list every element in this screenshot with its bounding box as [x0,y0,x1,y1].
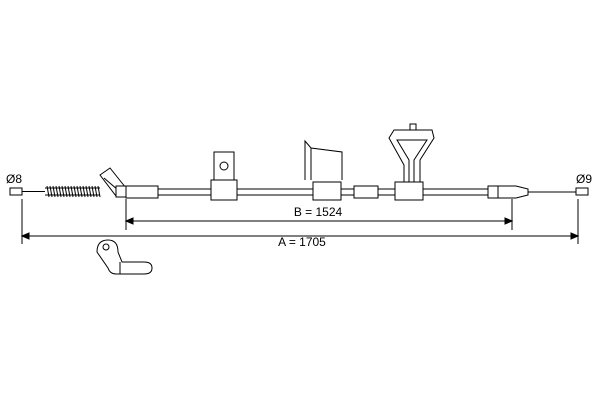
spring-coil [73,185,77,198]
spring-coil [64,185,68,198]
dimension-a-label: A = 1705 [278,235,326,249]
spring-coil [76,185,80,198]
spring-coil [58,185,62,198]
left-diameter-label: Ø8 [6,172,22,186]
spring-coil [46,185,50,198]
dimension-a [20,199,580,244]
mounting-bracket-1 [210,151,238,201]
spring-coil [49,185,53,198]
left-spring [45,185,101,198]
spring-coil [67,185,71,198]
spring-coil [55,185,59,198]
left-adjuster [99,167,127,198]
spring-coil [88,185,92,198]
dimension-b-label: B = 1524 [294,205,343,219]
dimension-b [124,199,514,230]
mounting-bracket-2 [304,139,343,201]
spring-coil [94,185,98,198]
spring-coil [52,185,56,198]
left-end-fitting [9,187,45,196]
spring-coil [61,185,65,198]
right-diameter-label: Ø9 [576,172,592,186]
left-conduit [125,185,212,199]
detail-end-fitting [96,239,153,275]
middle-conduit [237,188,313,196]
conduit-mid-right [341,185,395,199]
right-end-fitting [497,185,589,199]
spring-coil [79,185,83,198]
spring-coil [91,185,95,198]
right-conduit [423,185,499,199]
spring-coil [85,185,89,198]
mounting-clip [388,123,435,201]
spring-coil [70,185,74,198]
spring-coil [97,185,101,198]
spring-coil [82,185,86,198]
